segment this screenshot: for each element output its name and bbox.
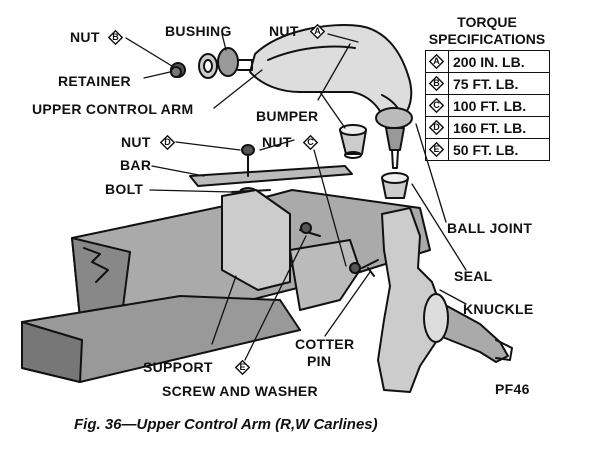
label-bar: BAR <box>120 157 152 173</box>
frame-part <box>21 189 431 383</box>
label-knuckle: KNUCKLE <box>463 301 534 317</box>
diamond-icon <box>160 135 175 150</box>
label-bolt: BOLT <box>105 181 144 197</box>
torque-row-value: 200 IN. LB. <box>448 50 550 73</box>
torque-key-letter: E <box>433 144 440 154</box>
diamond-icon <box>429 76 444 91</box>
label-seal: SEAL <box>454 268 493 284</box>
torque-specifications-table: TORQUE SPECIFICATIONS A 200 IN. LB. <box>417 14 557 161</box>
torque-title: TORQUE <box>457 14 517 30</box>
label-nut-a: NUT <box>269 23 299 39</box>
torque-row-key: C <box>425 94 449 117</box>
bushing-part <box>170 47 253 79</box>
marker-b-letter: B <box>112 32 119 42</box>
torque-row: A 200 IN. LB. <box>425 50 550 73</box>
torque-table: A 200 IN. LB. B 75 FT. LB. <box>425 50 550 161</box>
marker-e-letter: E <box>239 362 246 372</box>
torque-key-marker: E <box>429 142 444 157</box>
diamond-icon <box>429 54 444 69</box>
torque-row-value: 75 FT. LB. <box>448 72 550 95</box>
diamond-icon <box>235 360 250 375</box>
torque-row-value: 50 FT. LB. <box>448 138 550 161</box>
label-ball-joint: BALL JOINT <box>447 220 533 236</box>
diamond-icon <box>429 142 444 157</box>
torque-row-key: B <box>425 72 449 95</box>
bumper-part <box>339 124 367 159</box>
marker-c: C <box>303 135 318 150</box>
torque-subtitle: SPECIFICATIONS <box>428 31 546 47</box>
marker-a: A <box>310 24 325 39</box>
marker-d-letter: D <box>164 137 171 147</box>
torque-key-letter: D <box>433 122 440 132</box>
torque-row-key: D <box>425 116 449 139</box>
marker-c-letter: C <box>307 137 314 147</box>
torque-row-key: E <box>425 138 449 161</box>
diamond-icon <box>429 120 444 135</box>
label-bumper: BUMPER <box>256 108 319 124</box>
bar-part <box>189 144 353 197</box>
diamond-icon <box>310 24 325 39</box>
torque-key-marker: B <box>429 76 444 91</box>
torque-row: D 160 FT. LB. <box>425 116 550 139</box>
label-pin: PIN <box>307 353 332 369</box>
label-nut-b: NUT <box>70 29 100 45</box>
torque-row: E 50 FT. LB. <box>425 138 550 161</box>
label-nut-d: NUT <box>121 134 151 150</box>
torque-key-letter: A <box>433 56 440 66</box>
marker-b: B <box>108 30 123 45</box>
marker-d: D <box>160 135 175 150</box>
label-figure-code: PF46 <box>495 381 530 397</box>
marker-a-letter: A <box>314 26 321 36</box>
torque-key-marker: D <box>429 120 444 135</box>
label-cotter: COTTER <box>295 336 355 352</box>
support-part <box>289 239 361 311</box>
leader-lines <box>125 33 467 361</box>
upper-control-arm-part <box>249 24 413 129</box>
torque-key-marker: A <box>429 54 444 69</box>
torque-key-marker: C <box>429 98 444 113</box>
label-retainer: RETAINER <box>58 73 131 89</box>
label-bushing: BUSHING <box>165 23 232 39</box>
diamond-icon <box>108 30 123 45</box>
torque-row: B 75 FT. LB. <box>425 72 550 95</box>
label-nut-c: NUT <box>262 134 292 150</box>
torque-row-key: A <box>425 50 449 73</box>
ball-joint-part <box>381 127 409 199</box>
marker-e: E <box>235 360 250 375</box>
torque-key-letter: C <box>433 100 440 110</box>
torque-row: C 100 FT. LB. <box>425 94 550 117</box>
torque-row-value: 160 FT. LB. <box>448 116 550 139</box>
diamond-icon <box>303 135 318 150</box>
label-screw-and-washer: SCREW AND WASHER <box>162 383 318 399</box>
torque-row-value: 100 FT. LB. <box>448 94 550 117</box>
label-support: SUPPORT <box>143 359 213 375</box>
label-upper-control-arm: UPPER CONTROL ARM <box>32 101 194 117</box>
figure-caption: Fig. 36—Upper Control Arm (R,W Carlines) <box>74 416 378 433</box>
torque-key-letter: B <box>433 78 440 88</box>
knuckle-part <box>361 207 513 393</box>
diamond-icon <box>429 98 444 113</box>
